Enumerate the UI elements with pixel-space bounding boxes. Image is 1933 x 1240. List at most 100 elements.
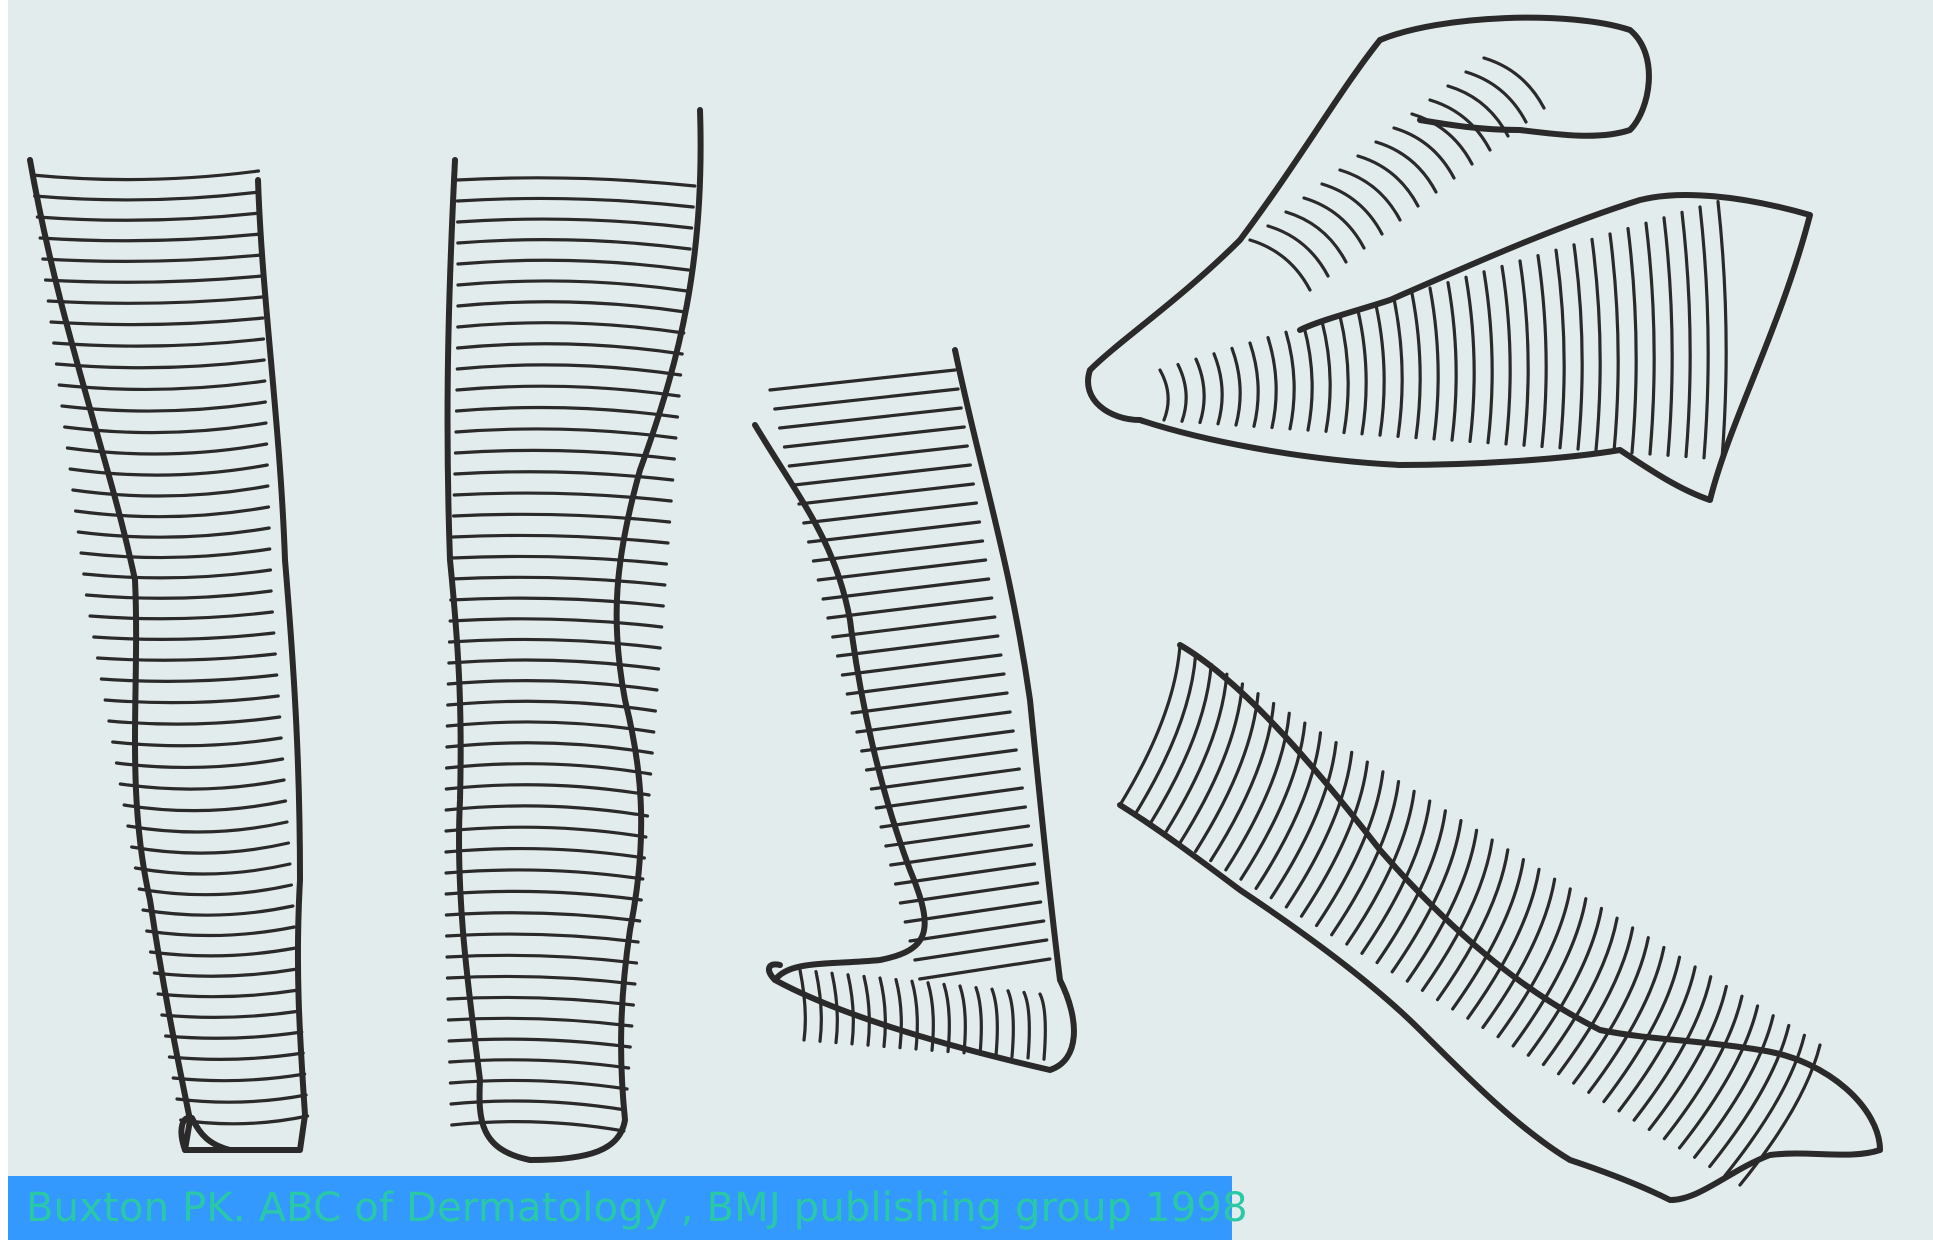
contour-line [32,171,259,180]
contour-line [1286,332,1294,429]
contour-line [457,178,695,186]
contour-line [446,913,639,921]
contour-line [1196,359,1204,422]
contour-line [57,360,265,368]
contour-line [151,948,296,956]
contour-line [1024,992,1029,1058]
contour-line [59,381,265,389]
contour-line [447,764,651,774]
contour-line [847,674,1004,694]
contour-line [458,302,685,312]
contour-line [1466,277,1474,441]
contour-line [896,864,1035,884]
contour-line [1250,343,1258,426]
contour-line [1682,212,1690,456]
contour-line [37,213,259,220]
contour-line [775,389,958,409]
contour-line [813,541,982,561]
contour-line [139,885,291,895]
contour-line [452,577,665,585]
contour-line [451,598,663,606]
contour-line [132,843,289,853]
contour-line [458,260,688,270]
contour-line [1120,645,1180,805]
contour-line [960,986,965,1053]
contour-line [447,955,636,963]
contour-line [1214,354,1222,424]
contour-line [862,731,1013,751]
contour-line [784,427,964,447]
contour-line [886,826,1028,846]
contour-line [804,503,977,523]
contour-line [1520,261,1528,445]
contour-line [162,1011,300,1017]
contour-line [453,535,668,543]
contour-line [35,192,259,200]
contour-line [857,712,1010,732]
contour-line [1340,316,1348,433]
contour-line [833,617,995,637]
arm-flexed-drawing [1088,18,1810,500]
contour-line [896,980,901,1048]
contour-line [447,976,634,984]
contour-line [1180,684,1242,842]
contour-line [864,976,869,1045]
contour-line [1538,256,1546,447]
contour-line [456,429,676,438]
contour-line [54,339,264,346]
contour-line [452,1122,624,1131]
contour-line [450,619,661,627]
contour-line [1178,365,1186,422]
contour-line [780,408,961,428]
contour-line [147,927,295,936]
contour-line [90,612,272,619]
contour-line [1376,305,1384,435]
contour-line [1196,694,1258,852]
contour-line [871,769,1019,789]
contour-line [867,750,1017,770]
contour-line [40,234,260,241]
contour-line [76,507,269,517]
contour-line [446,849,644,858]
contour-line [120,780,284,789]
contour-line [818,560,985,580]
contour-line [135,864,290,874]
contour-line [1592,239,1600,450]
contour-line [852,693,1007,713]
contour-line [81,549,270,558]
contour-line [177,1095,306,1102]
contour-line [1165,674,1226,833]
contour-line [154,969,297,976]
citation-text: Buxton PK. ABC of Dermatology , BMJ publ… [8,1185,1248,1231]
contour-line [1040,994,1045,1059]
citation-bar: Buxton PK. ABC of Dermatology , BMJ publ… [8,1176,1232,1240]
contour-line [124,801,285,811]
contour-line [70,465,267,475]
contour-line [915,940,1047,960]
contour-line [94,633,274,639]
contour-line [48,297,262,303]
contour-line [910,921,1044,941]
contour-line [143,906,293,915]
contour-line [457,365,680,375]
contour-line [1628,229,1636,453]
contour-line [67,444,266,454]
contour-line [446,891,641,900]
contour-line [450,639,661,648]
contour-line [87,591,271,598]
contour-line [43,255,261,261]
contour-line [1556,250,1564,448]
contour-line [166,1032,302,1038]
contour-line [457,386,679,396]
contour-line [457,408,678,417]
contour-line [84,570,271,578]
contour-line [457,198,693,207]
contour-line [881,807,1025,827]
contour-line [880,978,885,1046]
contour-line [1358,311,1366,434]
contour-line [73,486,268,496]
contour-line [842,655,1000,675]
contour-line [458,240,690,249]
contour-line [78,528,269,537]
